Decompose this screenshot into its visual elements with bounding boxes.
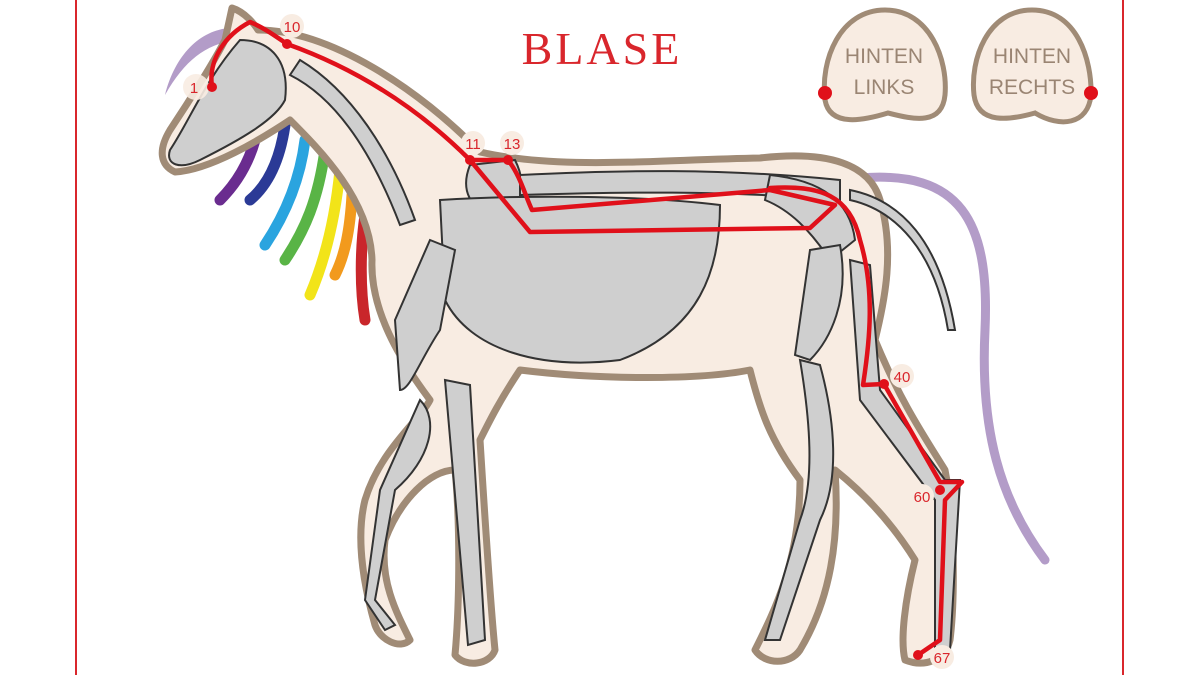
front-leg-upper [393, 238, 457, 392]
acupoints: 1 10 11 13 40 60 67 [183, 14, 954, 669]
svg-text:40: 40 [894, 369, 911, 386]
svg-text:11: 11 [465, 136, 481, 153]
svg-text:LINKS: LINKS [854, 76, 915, 99]
hind-leg-tibia-b [848, 258, 962, 654]
point-13: 13 [500, 131, 524, 165]
svg-text:HINTEN: HINTEN [845, 45, 923, 68]
ribcage [438, 195, 722, 364]
svg-text:13: 13 [504, 136, 521, 153]
hind-leg-tibia-a [763, 358, 835, 641]
neck-vertebrae [288, 58, 417, 227]
point-1: 1 [183, 74, 217, 100]
svg-text:HINTEN: HINTEN [993, 45, 1071, 68]
front-leg-lower-a [443, 378, 487, 647]
svg-text:67: 67 [934, 650, 951, 667]
svg-text:RECHTS: RECHTS [989, 76, 1075, 99]
left-border [75, 0, 77, 675]
hoof-hinten-links: HINTEN LINKS [818, 7, 948, 123]
skull [168, 38, 287, 167]
tail-vertebrae [849, 188, 957, 331]
right-border [1122, 0, 1124, 675]
diagram-title: BLASE [521, 23, 683, 74]
point-10: 10 [280, 14, 304, 49]
svg-text:1: 1 [190, 80, 198, 97]
svg-text:60: 60 [914, 489, 931, 506]
svg-text:10: 10 [284, 19, 301, 36]
hind-leg-femur [793, 243, 844, 362]
bladder-meridian-line [209, 19, 965, 658]
point-11: 11 [461, 131, 485, 165]
tail [855, 172, 1050, 565]
hoof-hinten-rechts: HINTEN RECHTS [970, 7, 1098, 125]
point-67: 67 [913, 645, 954, 669]
point-60: 60 [910, 484, 945, 508]
rainbow-strands [214, 119, 371, 326]
front-leg-lower-b [363, 398, 432, 632]
point-40: 40 [879, 364, 914, 389]
